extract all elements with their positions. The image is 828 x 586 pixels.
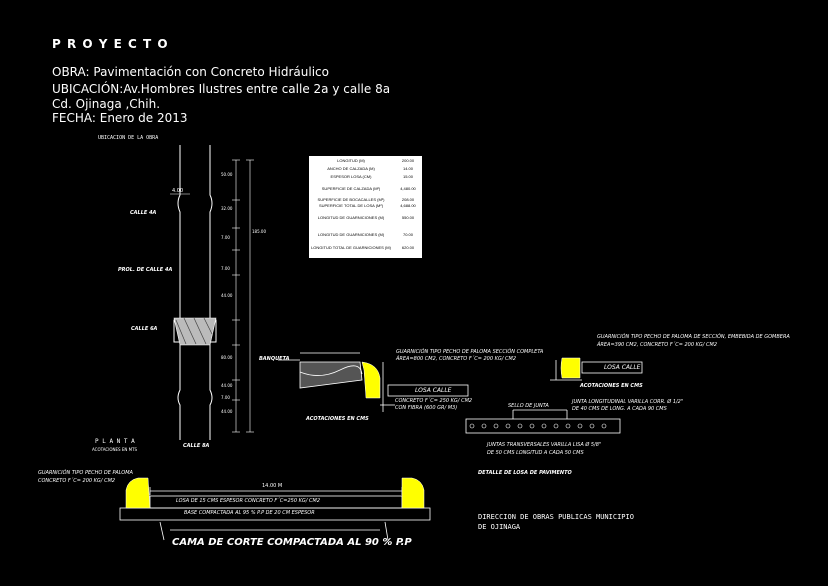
footer-line-1: DIRECCION DE OBRAS PUBLICAS MUNICIPIO — [478, 513, 634, 521]
ciudad-line: Cd. Ojinaga ,Chih. — [52, 97, 161, 111]
junta-longitudinal-note-2: DE 40 CMS DE LONG. A CADA 90 CMS — [572, 406, 667, 412]
section-guarnicion-note-1: GUARNICIÓN TIPO PECHO DE PALOMA — [38, 470, 133, 476]
table-cell-value: 15.00 — [402, 174, 413, 179]
calle4a-label: CALLE 4A — [130, 210, 157, 216]
prol-calle4a-label: PROL. DE CALLE 4A — [118, 267, 173, 273]
table-cell-value: 4,688.00 — [400, 203, 416, 208]
proyecto-title: P R O Y E C T O — [52, 37, 169, 51]
acotaciones-cms-label-2: ACOTACIONES EN CMS — [580, 383, 643, 389]
plan-dimension-lines — [170, 159, 254, 433]
planta-label: P L A N T A — [95, 438, 135, 445]
section-cama-label: CAMA DE CORTE COMPACTADA AL 90 % P.P — [172, 537, 412, 548]
dim-7: 44.00 — [221, 383, 233, 388]
footer-line-2: DE OJINAGA — [478, 523, 521, 531]
juntas-transversales-note-1: JUNTAS TRANSVERSALES VARILLA LISA Ø 5/8" — [487, 442, 602, 448]
dim-6: 80.00 — [221, 355, 233, 360]
junta-longitudinal-note-1: JUNTA LONGITUDINAL VARILLA CORR. Ø 1/2" — [572, 399, 684, 405]
table-cell-value: 200.00 — [401, 158, 415, 163]
table-cell-label: LONGITUD DE GUARNICIONES (M) — [317, 232, 385, 237]
concreto-note-1: CONCRETO F´C= 250 KG/ CM2 — [395, 398, 473, 404]
dim-3: 7.00 — [221, 235, 230, 240]
calle8a-label: CALLE 8A — [183, 443, 210, 449]
dim-2: 32.00 — [221, 206, 233, 211]
cross-section — [119, 487, 431, 541]
plan-road-outline — [173, 145, 217, 440]
dim-1: 50.00 — [221, 172, 233, 177]
section-base-label: BASE COMPACTADA AL 95 % P.P DE 20 CM ESP… — [184, 510, 315, 516]
calle6a-label: CALLE 6A — [131, 326, 158, 332]
calle6a-hatch — [173, 317, 217, 346]
dowel-holes — [469, 423, 607, 429]
table-cell-label: SUPERFICIE TOTAL DE LOSA (M²) — [318, 203, 384, 208]
table-cell-label: ANCHO DE CALZADA (M) — [327, 166, 375, 171]
ubicacion-obra-label: UBICACION DE LA OBRA — [98, 135, 159, 141]
table-cell-label: LONGITUD (M) — [337, 158, 365, 163]
table-cell-value: 4,480.00 — [400, 186, 416, 191]
guarnicion-note-2: ÁREA=800 CM2, CONCRETO F´C= 200 KG/ CM2 — [396, 356, 517, 362]
right-curb-detail — [550, 360, 643, 381]
table-cell-value: 620.00 — [401, 245, 415, 250]
losa-calle-label: LOSA CALLE — [415, 387, 452, 394]
sello-junta-label: SELLO DE JUNTA — [508, 403, 549, 409]
right-note-1: GUARNICIÓN TIPO PECHO DE PALOMA DE SECCI… — [597, 334, 790, 340]
obra-line: OBRA: Pavimentación con Concreto Hidrául… — [52, 65, 329, 79]
section-losa-label: LOSA DE 15 CMS ESPESOR CONCRETO F´C=250 … — [176, 498, 321, 504]
juntas-transversales-note-2: DE 50 CMS LONGITUD A CADA 50 CMS — [487, 450, 584, 456]
table-cell-label: SUPERFICIE DE BOCACALLES (M²) — [317, 197, 385, 202]
dim-4: 7.00 — [221, 266, 230, 271]
table-cell-label: SUPERFICIE DE CALZADA (M²) — [321, 186, 381, 191]
banqueta-label: BANQUETA — [259, 356, 290, 362]
acotaciones-cms-label: ACOTACIONES EN CMS — [306, 416, 369, 422]
ubicacion-line: UBICACIÓN:Av.Hombres Ilustres entre call… — [52, 82, 391, 96]
width-label: 4.00 — [172, 188, 184, 194]
guarnicion-note-1: GUARNICIÓN TIPO PECHO DE PALOMA SECCIÓN … — [396, 349, 544, 355]
fecha-line: FECHA: Enero de 2013 — [52, 111, 188, 125]
banqueta-detail — [278, 352, 363, 389]
detalle-losa-label: DETALLE DE LOSA DE PAVIMENTO — [478, 470, 572, 476]
table-cell-value: 208.00 — [401, 197, 415, 202]
concreto-note-2: CON FIBRA (600 GR/ M3) — [395, 405, 458, 411]
right-note-2: ÁREA=390 CM2, CONCRETO F´C= 200 KG/ CM2 — [597, 342, 718, 348]
section-curbs-yellow — [125, 477, 425, 509]
dowel-detail — [465, 409, 621, 434]
quantities-table: LONGITUD (M) 200.00 ANCHO DE CALZADA (M) 1… — [309, 156, 422, 258]
table-cell-label: ESPESOR LOSA (CM) — [330, 174, 372, 179]
table-cell-label: LONGITUD TOTAL DE GUARNICIONES (M) — [311, 245, 391, 250]
losa-calle-label-2: LOSA CALLE — [604, 364, 641, 371]
left-curb-yellow — [361, 361, 381, 399]
table-cell-value: 550.00 — [401, 215, 415, 220]
section-guarnicion-note-2: CONCRETO F´C= 200 KG/ CM2 — [38, 478, 116, 484]
table-cell-value: 14.00 — [402, 166, 413, 171]
dim-total: 185.00 — [252, 229, 266, 234]
left-losa-box — [380, 362, 469, 412]
dim-8: 7.00 — [221, 395, 230, 400]
dim-9: 44.00 — [221, 409, 233, 414]
table-cell-label: LONGITUD DE GUARNICIONES (M) — [317, 215, 385, 220]
right-curb-yellow — [560, 357, 581, 379]
table-cell-value: 70.00 — [402, 232, 413, 237]
section-width-label: 14.00 M — [262, 483, 283, 489]
dim-5: 44.00 — [221, 293, 233, 298]
acotaciones-mts-label: ACOTACIONES EN MTS — [92, 447, 138, 452]
